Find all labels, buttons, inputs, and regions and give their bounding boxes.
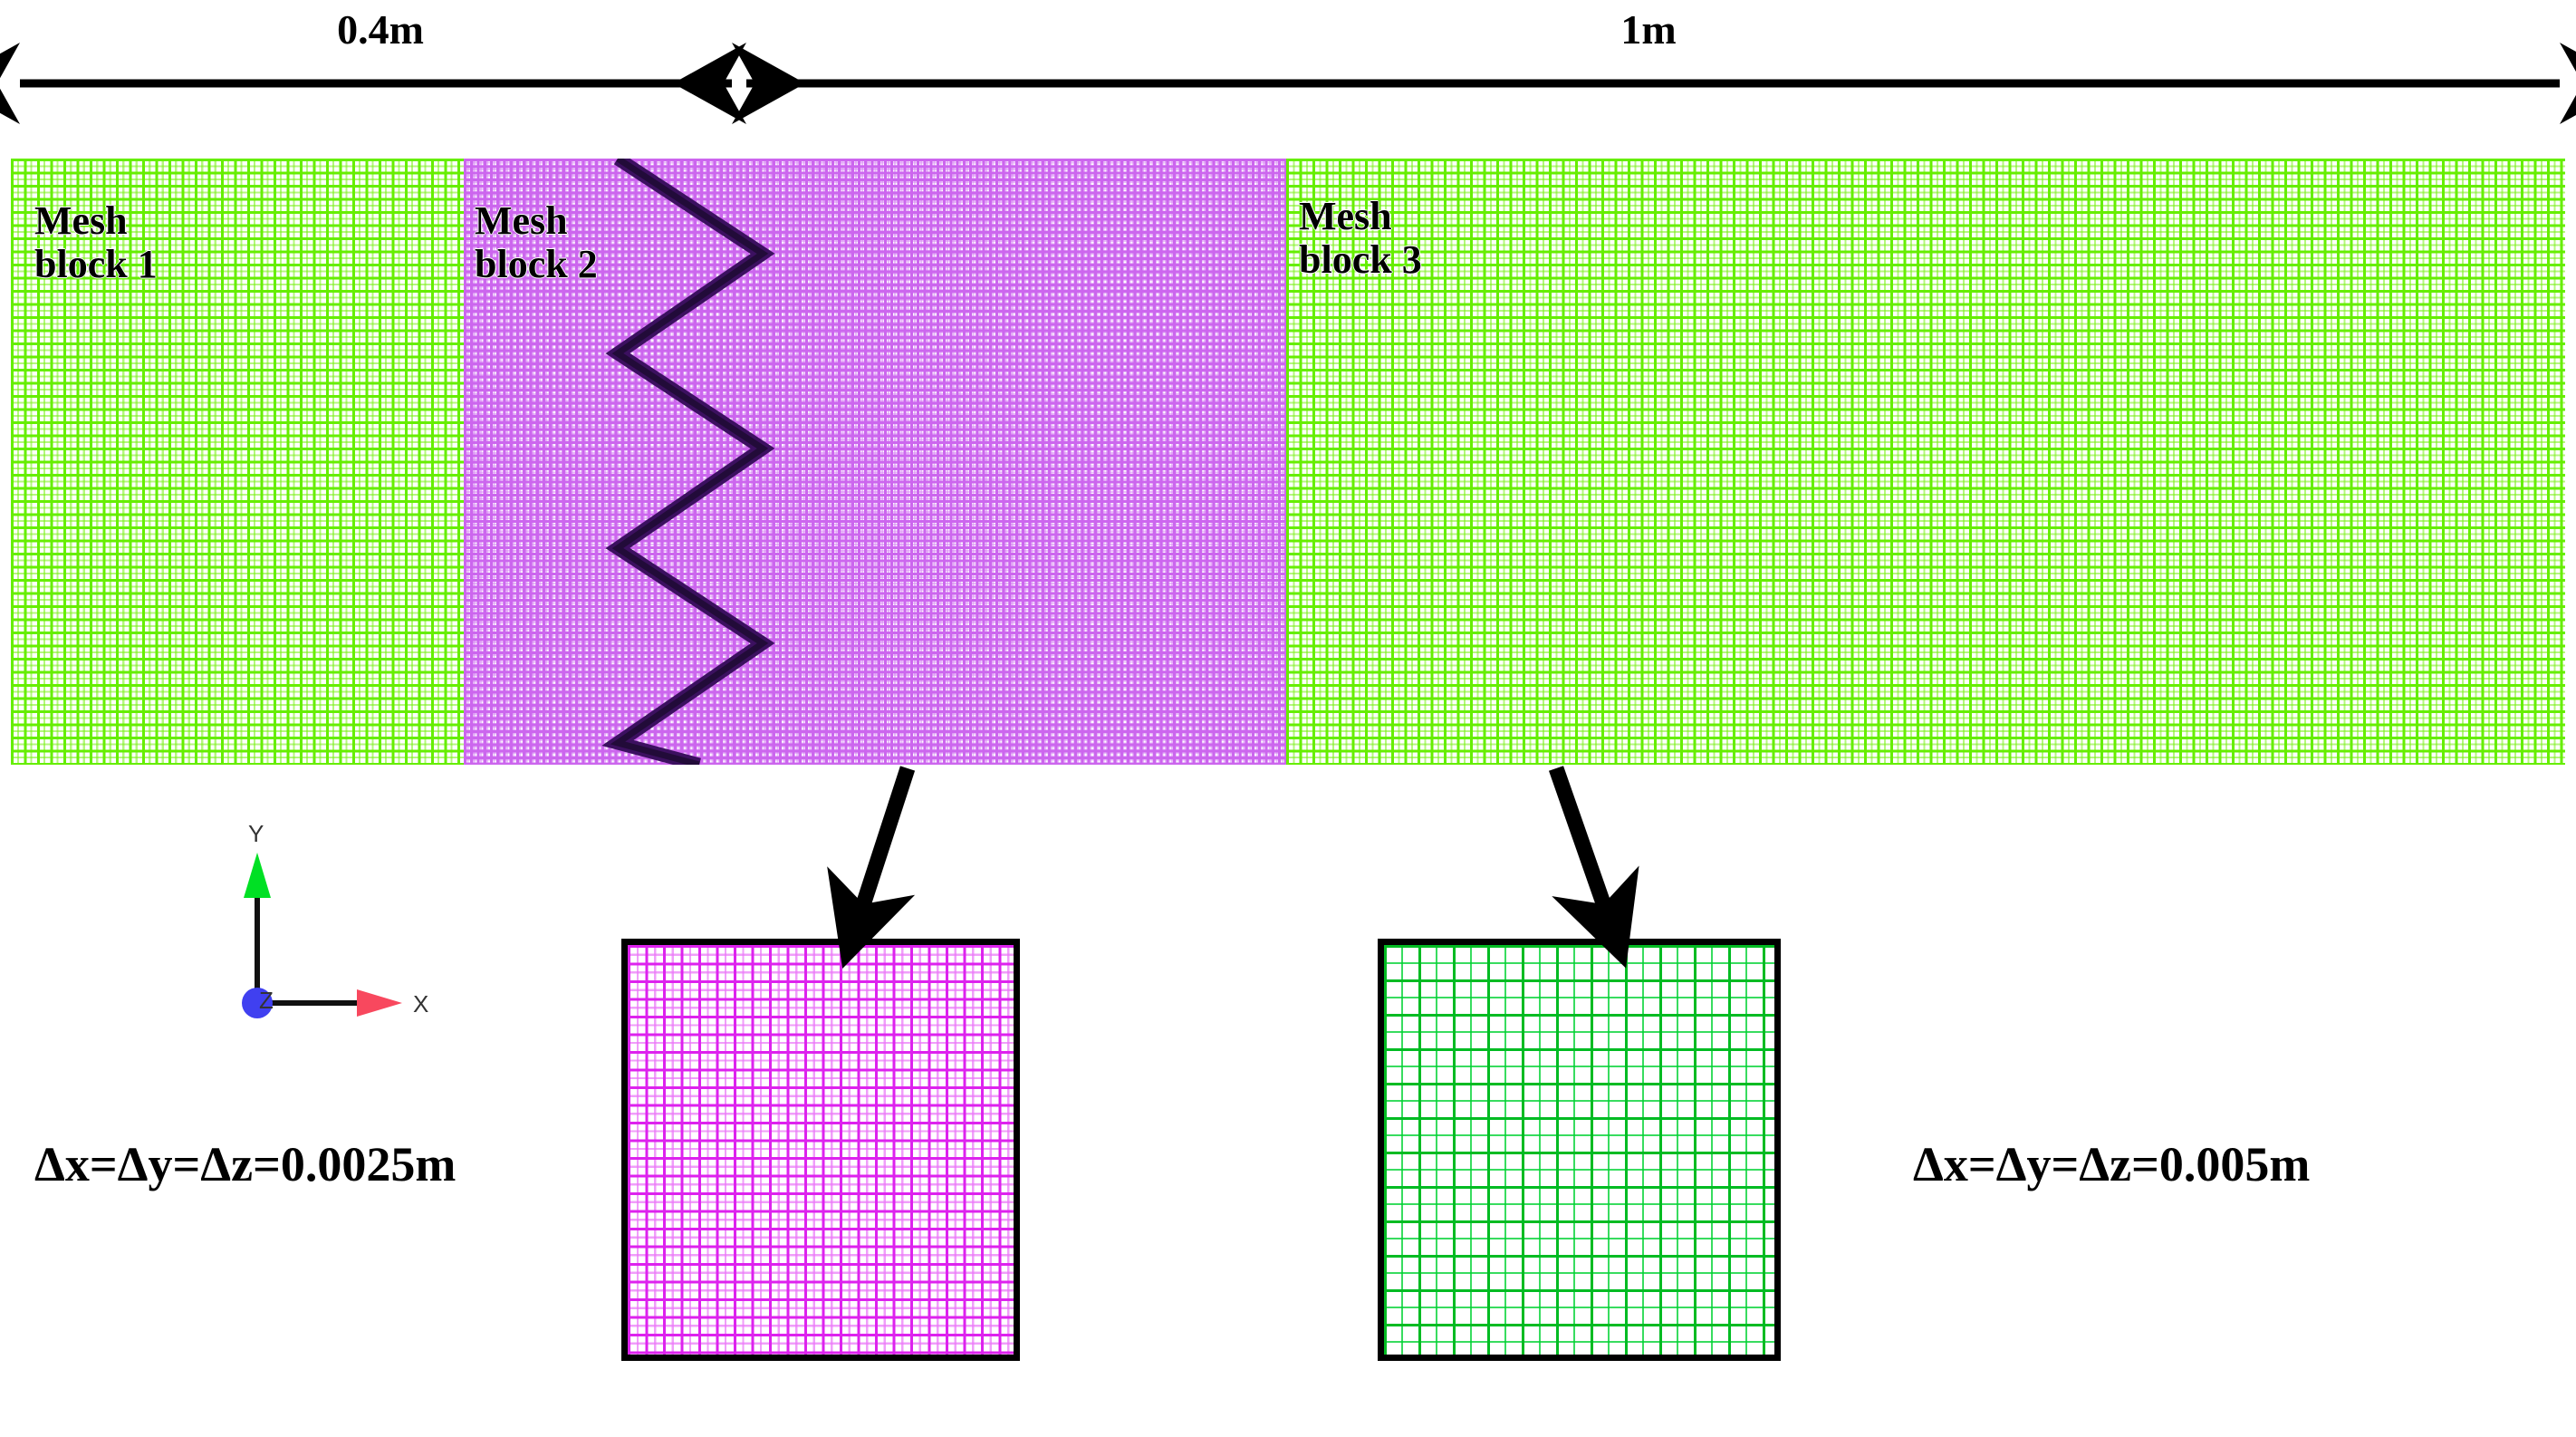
callout-arrow-fine [827, 766, 916, 969]
mesh-block-3-region [1286, 159, 2565, 765]
inset-coarse-mesh [1378, 939, 1781, 1361]
dimension-label-right: 1m [1620, 6, 1677, 53]
spacing-equation-coarse: Δx=Δy=Δz=0.005m [1913, 1137, 2311, 1191]
inset-fine-grid [628, 945, 1014, 1355]
inset-fine-mesh [621, 939, 1020, 1361]
mesh-block-2-region [464, 159, 1286, 765]
axis-label-z: Z [259, 987, 274, 1014]
mesh-block-3-label: Mesh block 3 [1299, 194, 1422, 282]
axis-label-y: Y [248, 820, 264, 847]
axis-triad-svg [242, 853, 402, 1018]
mesh-block-2-label: Mesh block 2 [475, 198, 598, 286]
axis-triad: Y X Z [225, 822, 460, 1024]
callout-arrow-coarse [1548, 766, 1639, 969]
dimension-label-left: 0.4m [337, 6, 424, 53]
inset-coarse-grid [1384, 945, 1774, 1355]
mesh-band: Mesh block 1 Mesh block 2 Mesh block 3 [11, 159, 2565, 765]
axis-label-x: X [413, 990, 429, 1017]
mesh-block-1-label: Mesh block 1 [34, 198, 158, 286]
spacing-equation-fine: Δx=Δy=Δz=0.0025m [34, 1137, 457, 1191]
dimension-lines [0, 43, 2576, 124]
mesh-block-1-region [11, 159, 464, 765]
